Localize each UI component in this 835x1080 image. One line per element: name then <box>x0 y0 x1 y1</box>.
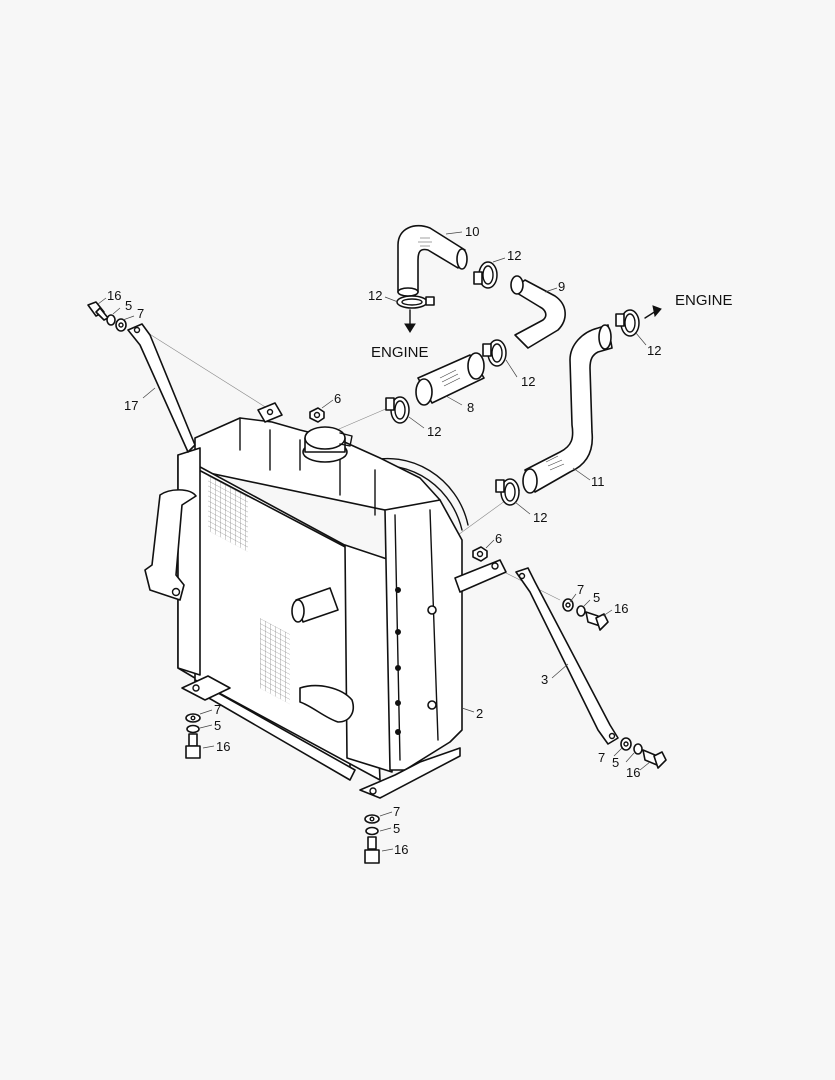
callout-5-right-lower: 5 <box>612 755 619 770</box>
callouts: 10 12 12 9 12 12 8 12 11 12 6 6 16 5 7 1… <box>107 224 661 857</box>
callout-5-bottom-left: 5 <box>214 718 221 733</box>
callout-17: 17 <box>124 398 138 413</box>
hose-clamp-low <box>495 478 520 506</box>
hose-clamp-mid2 <box>385 396 410 424</box>
callout-2: 2 <box>476 706 483 721</box>
fasteners-bottom-mid <box>364 814 380 864</box>
callout-7-right-upper: 7 <box>577 582 584 597</box>
callout-16-right-upper: 16 <box>614 601 628 616</box>
fasteners-right-upper <box>562 598 609 631</box>
hose-clamp-mid <box>482 339 507 367</box>
callout-6-right: 6 <box>495 531 502 546</box>
callout-16-bottom-mid: 16 <box>394 842 408 857</box>
callout-7-bottom-left: 7 <box>214 702 221 717</box>
engine-label-right: ENGINE <box>675 292 733 309</box>
hose-clamp-left <box>396 295 435 309</box>
callout-12-mid: 12 <box>521 374 535 389</box>
hose-clamp-top <box>473 261 498 289</box>
fasteners-top-left <box>87 301 127 332</box>
nut-6-top <box>309 407 325 423</box>
callout-16-right-lower: 16 <box>626 765 640 780</box>
hose-11 <box>522 324 613 494</box>
stay-bar-3 <box>515 567 619 745</box>
callout-7-top-left: 7 <box>137 306 144 321</box>
engine-arrow-right <box>644 305 662 319</box>
stay-bar-17 <box>127 323 196 453</box>
callout-6-top: 6 <box>334 391 341 406</box>
callout-16-top-left: 16 <box>107 288 121 303</box>
engine-label-left: ENGINE <box>371 344 429 361</box>
callout-10: 10 <box>465 224 479 239</box>
callout-11: 11 <box>591 474 605 489</box>
nut-6-right <box>472 546 488 562</box>
hose-9 <box>510 275 566 349</box>
callout-9: 9 <box>558 279 565 294</box>
engine-arrow-left <box>404 309 416 333</box>
callout-5-right-upper: 5 <box>593 590 600 605</box>
callout-12-mid2: 12 <box>427 424 441 439</box>
callout-3: 3 <box>541 672 548 687</box>
callout-8: 8 <box>467 400 474 415</box>
callout-7-right-lower: 7 <box>598 750 605 765</box>
leader-lines <box>97 231 651 852</box>
hose-clamp-right <box>615 309 640 337</box>
callout-5-top-left: 5 <box>125 298 132 313</box>
fasteners-right-lower <box>620 737 667 769</box>
callout-5-bottom-mid: 5 <box>393 821 400 836</box>
radiator-cap <box>302 426 353 463</box>
hose-10 <box>397 224 468 297</box>
callout-12-top: 12 <box>507 248 521 263</box>
callout-12-low: 12 <box>533 510 547 525</box>
fasteners-bottom-left <box>185 713 201 759</box>
callout-7-bottom-mid: 7 <box>393 804 400 819</box>
callout-12-right: 12 <box>647 343 661 358</box>
hose-8 <box>415 352 485 406</box>
radiator <box>144 402 507 799</box>
callout-16-bottom-left: 16 <box>216 739 230 754</box>
callout-12-left: 12 <box>368 288 382 303</box>
